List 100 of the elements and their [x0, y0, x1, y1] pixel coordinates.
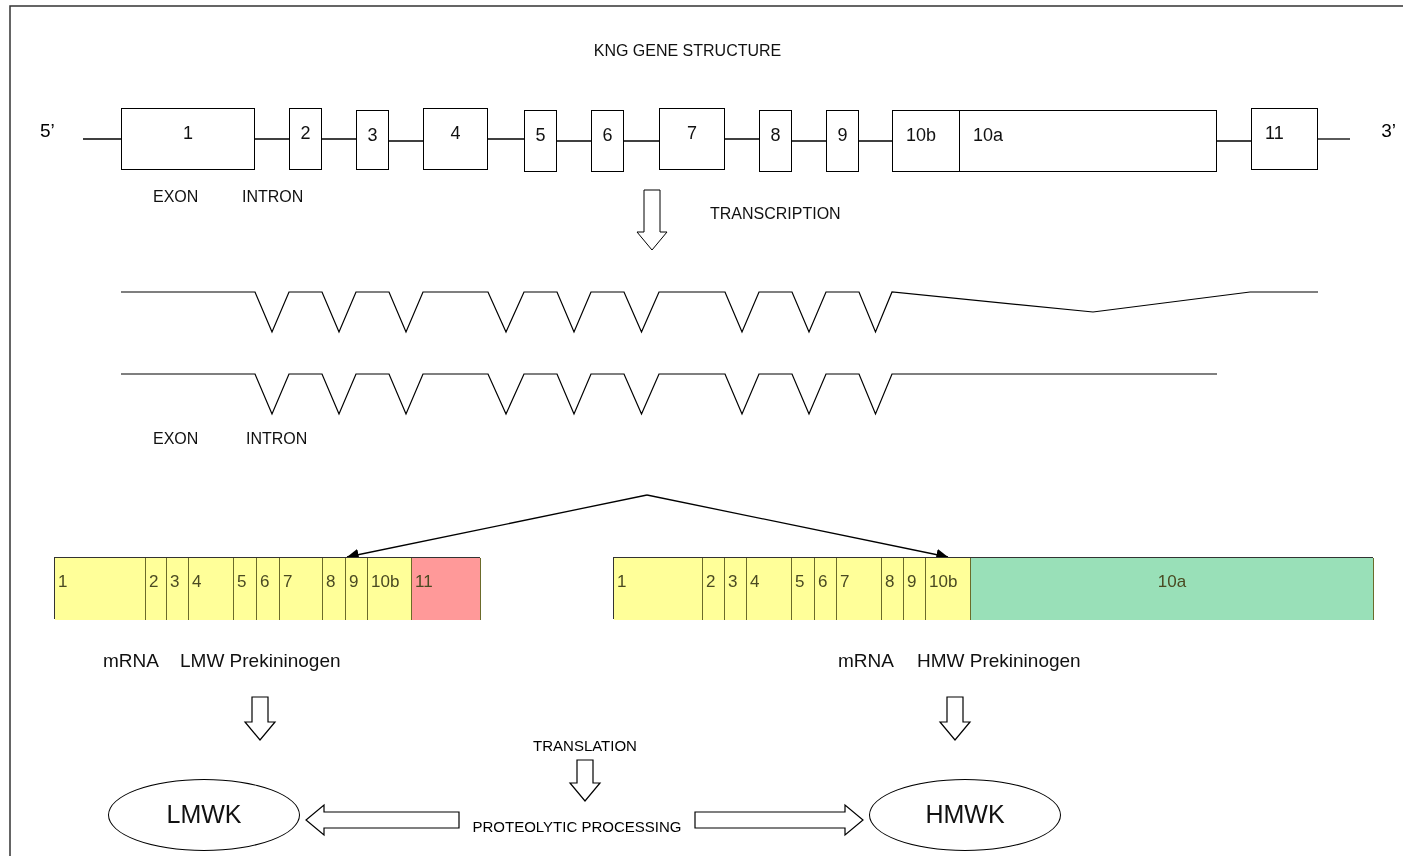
strand-end-label: 3’: [1350, 118, 1396, 144]
exon-number: 7: [283, 572, 293, 592]
exon-number: 10a: [1156, 572, 1188, 592]
exon-segment: [323, 558, 346, 620]
exon-box: [591, 110, 624, 172]
exon-number: 9: [349, 572, 359, 592]
exon-segment: [346, 558, 368, 620]
exon-number: 5: [795, 572, 805, 592]
exon-number: 10b: [929, 572, 958, 592]
exon-number: 8: [326, 572, 336, 592]
exon-segment: [725, 558, 747, 620]
exon-number: 4: [750, 572, 760, 592]
exon-segment: [189, 558, 234, 620]
block-arrow: [938, 696, 972, 741]
exon-number: 8: [885, 572, 895, 592]
exon-number: 3: [728, 572, 738, 592]
exon-segment: [703, 558, 725, 620]
block-arrow: [694, 803, 864, 837]
exon-number: 4: [192, 572, 202, 592]
intron-line: [556, 140, 592, 142]
exon-number: 2: [706, 572, 716, 592]
exon-box: [524, 110, 557, 172]
exon-box: [659, 108, 725, 170]
exon-segment: [234, 558, 257, 620]
protein-name: HMWK: [924, 800, 1006, 829]
exon-number: 9: [907, 572, 917, 592]
exon-segment: [146, 558, 167, 620]
exon-segment: [412, 558, 481, 620]
exon-segment: [926, 558, 971, 620]
bar-label: mRNA: [103, 650, 159, 672]
exon-number: 6: [818, 572, 828, 592]
exon-number: 4: [449, 123, 462, 144]
intron-line: [791, 140, 827, 142]
block-arrow: [568, 759, 602, 802]
exon-segment: [280, 558, 323, 620]
exon-segment: [55, 558, 146, 620]
exon-segment: [837, 558, 882, 620]
process-label: PROTEOLYTIC PROCESSING: [462, 816, 692, 838]
exon-segment: [971, 558, 1374, 620]
exon-segment: [167, 558, 189, 620]
text-label: TRANSCRIPTION: [710, 205, 841, 223]
block-arrow: [243, 696, 277, 741]
exon-number: 8: [769, 125, 782, 146]
exon-number: 3: [366, 125, 379, 146]
exon-number: 5: [237, 572, 247, 592]
exon-segment: [368, 558, 412, 620]
block-arrow: [305, 803, 460, 837]
exon-number: 5: [534, 125, 547, 146]
mrna-bar: [54, 557, 480, 619]
exon-box: [356, 110, 389, 170]
exon-number: 6: [601, 125, 614, 146]
exon-box: [892, 110, 960, 172]
exon-box: [759, 110, 792, 172]
intron-line: [724, 138, 760, 140]
exon-number: 7: [686, 123, 698, 144]
protein-name: LMWK: [165, 800, 243, 829]
exon-number: 10a: [973, 125, 1004, 146]
text-label: INTRON: [242, 188, 304, 206]
exon-number: 2: [149, 572, 159, 592]
strand-end-label: 5’: [40, 118, 83, 144]
exon-number: 2: [299, 123, 312, 144]
intron-line: [487, 138, 525, 140]
exon-box: [121, 108, 255, 170]
title: KNG GENE STRUCTURE: [592, 42, 783, 60]
exon-number: 3: [170, 572, 180, 592]
exon-segment: [747, 558, 792, 620]
exon-number: 1: [58, 572, 68, 592]
intron-line: [254, 138, 290, 140]
exon-number: 7: [840, 572, 850, 592]
exon-number: 11: [1265, 123, 1284, 144]
exon-number: 1: [182, 123, 194, 144]
exon-number: 6: [260, 572, 270, 592]
exon-box: [826, 110, 859, 172]
mrna-bar: [613, 557, 1373, 619]
exon-number: 1: [617, 572, 627, 592]
exon-number: 10b: [371, 572, 400, 592]
intron-line: [1216, 140, 1252, 142]
intron-line: [1317, 138, 1351, 140]
exon-segment: [815, 558, 837, 620]
process-label: TRANSLATION: [520, 735, 650, 757]
exon-number: 10b: [906, 125, 937, 146]
exon-box: [1251, 108, 1318, 170]
exon-segment: [792, 558, 815, 620]
intron-line: [82, 138, 122, 140]
text-label: EXON: [153, 430, 199, 448]
exon-segment: [882, 558, 904, 620]
bar-label: LMW Prekininogen: [180, 650, 341, 672]
exon-segment: [614, 558, 703, 620]
intron-line: [623, 140, 660, 142]
exon-box: [289, 108, 322, 170]
exon-box: [959, 110, 1217, 172]
text-label: EXON: [153, 188, 199, 206]
exon-number: 11: [415, 572, 433, 592]
intron-line: [388, 140, 424, 142]
bar-label: HMW Prekininogen: [917, 650, 1081, 672]
intron-line: [858, 140, 893, 142]
exon-segment: [257, 558, 280, 620]
text-label: INTRON: [246, 430, 308, 448]
intron-line: [321, 138, 357, 140]
exon-number: 9: [836, 125, 849, 146]
